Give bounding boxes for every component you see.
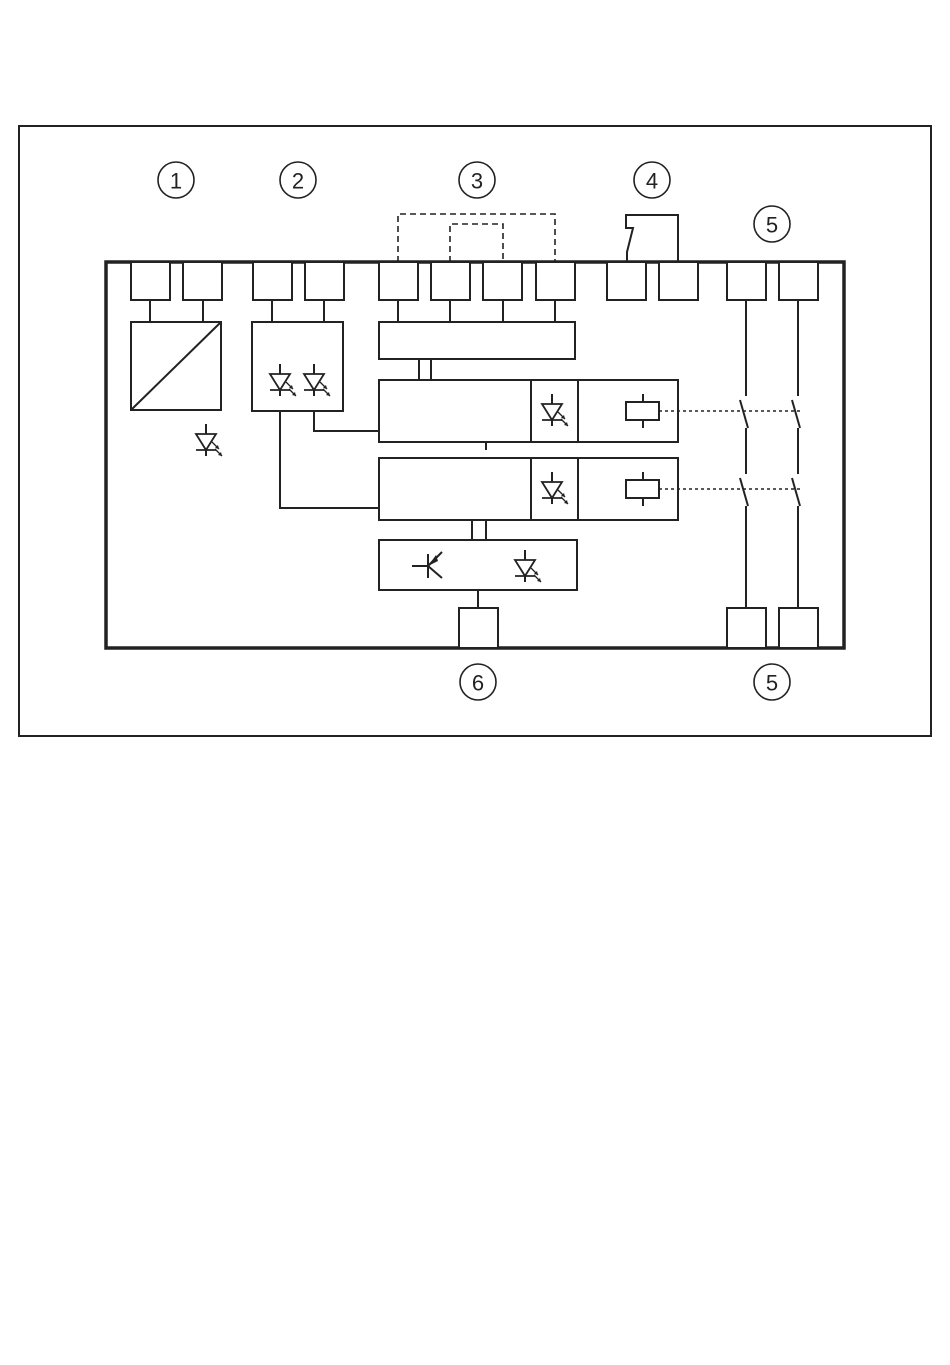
callout-3-label: 3 [471, 169, 483, 194]
terminal [253, 262, 292, 300]
callout-1: 1 [158, 162, 194, 198]
jumper-outer-dashed [398, 214, 555, 262]
terminal [659, 262, 698, 300]
callout-5-top-label: 5 [766, 213, 778, 238]
terminal [431, 262, 470, 300]
terminal [379, 262, 418, 300]
terminal [483, 262, 522, 300]
callout-5-bottom-label: 5 [766, 671, 778, 696]
terminal [305, 262, 344, 300]
callout-2-label: 2 [292, 169, 304, 194]
callout-3: 3 [459, 162, 495, 198]
terminal [727, 608, 766, 648]
callout-1-label: 1 [170, 169, 182, 194]
terminal [727, 262, 766, 300]
terminal [779, 262, 818, 300]
relay-contact-icon [740, 300, 748, 608]
terminal-6 [459, 608, 498, 648]
input-bus-block [379, 322, 575, 359]
semiconductor-output-block [379, 540, 577, 590]
top-terminals [131, 262, 818, 300]
terminal [607, 262, 646, 300]
jumper-inner-dashed [450, 224, 503, 262]
terminal [183, 262, 222, 300]
callout-6-label: 6 [472, 671, 484, 696]
callout-5-top: 5 [754, 206, 790, 242]
terminal [131, 262, 170, 300]
callout-4-label: 4 [646, 169, 658, 194]
callout-5-bottom: 5 [754, 664, 790, 700]
callout-4: 4 [634, 162, 670, 198]
callout-2: 2 [280, 162, 316, 198]
relay-contact-icon [792, 300, 800, 608]
terminal-4-link [626, 215, 678, 262]
input-block [252, 322, 343, 411]
terminal [779, 608, 818, 648]
callout-6: 6 [460, 664, 496, 700]
terminal [536, 262, 575, 300]
power-led-icon [196, 424, 222, 456]
